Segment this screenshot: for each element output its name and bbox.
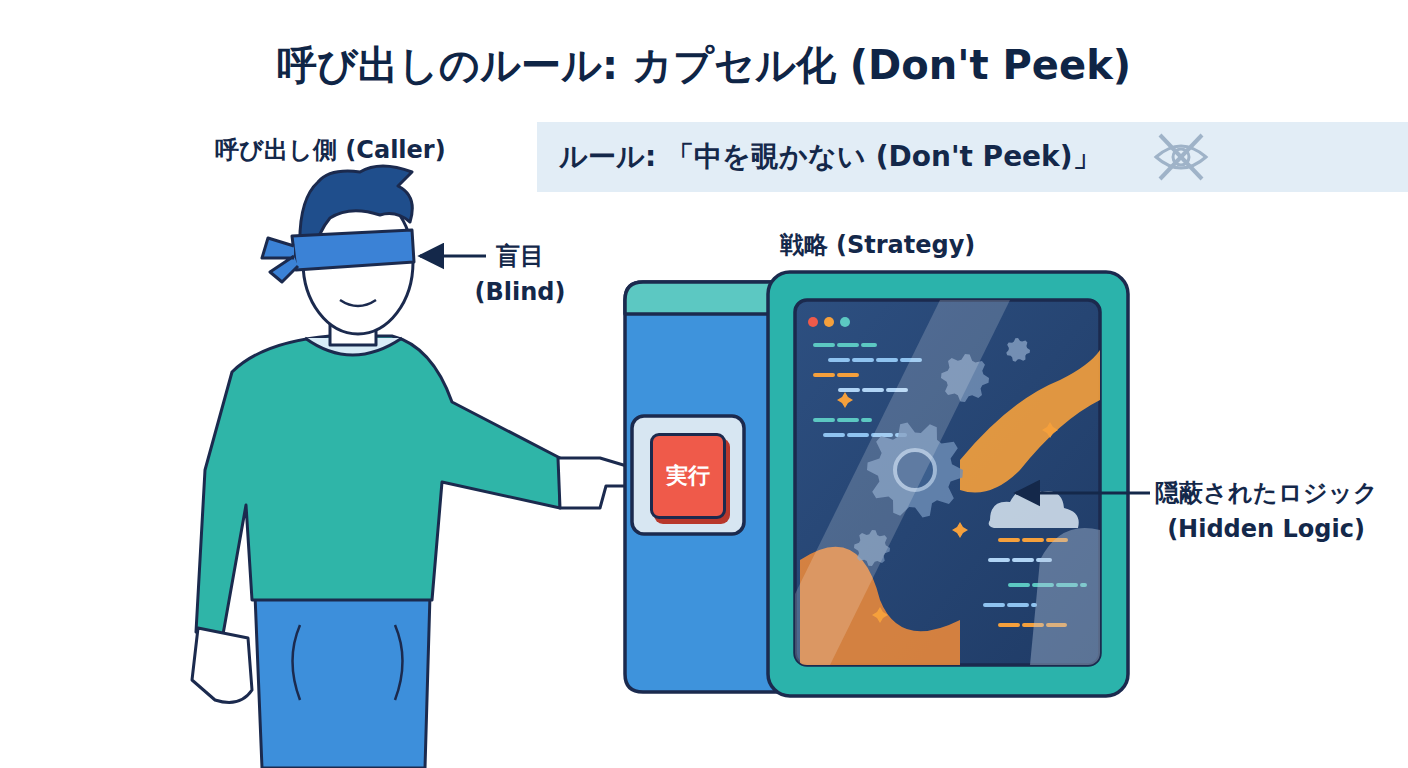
strategy-box-text: 戦略 (Strategy) [620,228,1135,262]
hidden-logic-label: 隠蔽されたロジック (Hidden Logic) [1135,475,1397,547]
rule-banner-text: ルール: 「中を覗かない (Don't Peek)」 [559,138,1101,176]
caller-label: 呼び出し側 (Caller) [215,132,505,168]
leader-line [1016,492,1150,495]
execute-button: 実行 [650,433,726,519]
screen-decoration [985,603,1035,607]
screen-decoration [808,317,818,327]
screen-decoration [815,373,860,377]
screen-decoration [837,392,853,408]
screen-decoration [1042,422,1058,438]
strategy-machine [625,272,1128,696]
screen-decoration [952,522,968,538]
leader-line [420,255,486,258]
screen-decoration [815,343,875,347]
strategy-box: 戦略 (Strategy) 実行 [620,228,1135,698]
caller-figure [192,166,644,768]
title: 呼び出しのルール: カプセル化 (Don't Peek) [0,38,1408,93]
screen-decoration [795,300,1010,665]
screen-decoration [1006,338,1030,362]
screen-decoration [989,489,1079,528]
blind-label: 盲目 (Blind) [470,238,570,310]
screen-decoration [815,418,870,422]
no-peek-icon [1150,129,1212,185]
rule-banner: ルール: 「中を覗かない (Don't Peek)」 [537,122,1408,192]
execute-button-text: 実行 [666,461,710,491]
screen-decoration [1030,528,1100,665]
screen-decoration [824,317,834,327]
hidden-logic-screen [795,300,1100,665]
screen-decoration [872,607,888,623]
screen-decoration [840,317,850,327]
screen-decoration [830,358,920,362]
